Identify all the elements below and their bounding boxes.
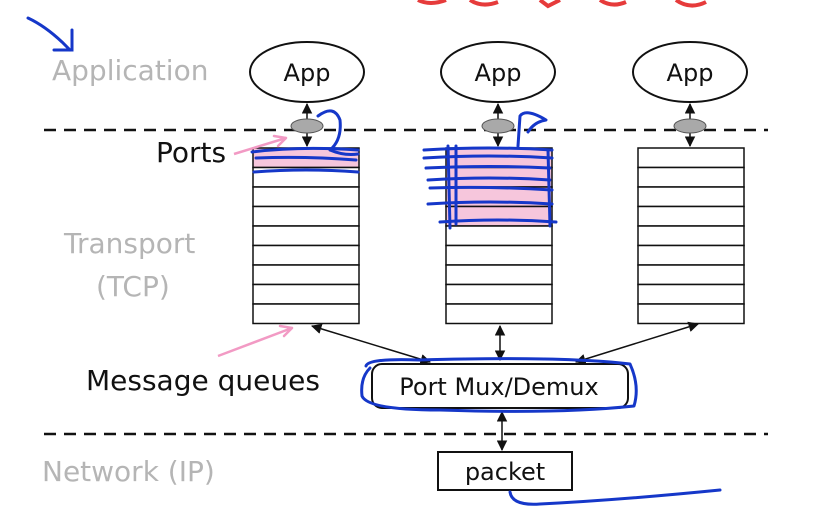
ports-pink-arrow (233, 136, 287, 156)
message-queues-pink-arrow (217, 326, 293, 358)
queue-2-slot (445, 264, 553, 286)
queue-3-slot (637, 205, 745, 227)
message-queue-2 (445, 147, 553, 325)
layer-label-transport: Transport (63, 227, 195, 260)
queue-3-slot (637, 283, 745, 305)
message-queues-label: Message queues (86, 364, 320, 397)
scribble-queue1-loop (316, 109, 360, 156)
queue-2-slot (445, 283, 553, 305)
scribble-mux-circle (360, 357, 638, 413)
message-queues-pink-arrowhead (278, 324, 294, 338)
ports-pink-arrowhead (272, 134, 288, 148)
layer-label-application: Application (52, 54, 208, 87)
queue-3-slot (637, 147, 745, 169)
queue-2-slot (445, 225, 553, 247)
app-2-label: App (475, 59, 522, 87)
ports-label: Ports (156, 136, 226, 169)
queue-3-slot (637, 225, 745, 247)
queue-1-slot (252, 205, 360, 227)
port-mux-demux-label: Port Mux/Demux (399, 373, 598, 401)
scribble-packet-underline (508, 488, 722, 506)
queue-3-slot (637, 303, 745, 325)
scribble-queue1-top (250, 146, 360, 174)
queue-1-slot (252, 283, 360, 305)
layer-label-network: Network (IP) (42, 455, 215, 488)
port-mux-demux: Port Mux/Demux (371, 363, 629, 409)
arrow-queue3-mux (574, 321, 700, 365)
queue-3-slot (637, 244, 745, 266)
arrow-queue1-mux (310, 323, 432, 365)
queue-1-slot (252, 264, 360, 286)
app-3: App (632, 41, 748, 103)
queue-2-slot (445, 303, 553, 325)
queue-3-slot (637, 264, 745, 286)
scribble-queue2-lines (422, 146, 558, 224)
blue-check-annotation (26, 16, 74, 52)
scribble-queue2-sides (446, 144, 552, 230)
scribble-queue2-arrow (516, 111, 548, 148)
layer-label-tcp: (TCP) (96, 270, 170, 303)
app-3-label: App (667, 59, 714, 87)
queue-1-slot (252, 303, 360, 325)
app-2: App (440, 41, 556, 103)
queue-3-slot (637, 166, 745, 188)
port-oval-1 (290, 118, 324, 134)
port-oval-2 (481, 118, 515, 134)
message-queue-1 (252, 147, 360, 325)
message-queue-3 (637, 147, 745, 325)
queue-2-slot (445, 205, 553, 227)
queue-1-slot (252, 186, 360, 208)
queue-3-slot (637, 186, 745, 208)
title-fragment (417, 0, 707, 9)
blue-annotations (250, 109, 722, 506)
port-oval-3 (673, 118, 707, 134)
queue-1-slot (252, 244, 360, 266)
queue-1-slot (252, 225, 360, 247)
queue-2-slot (445, 244, 553, 266)
app-1: App (249, 41, 365, 103)
packet-label: packet (465, 458, 545, 486)
packet: packet (437, 451, 573, 491)
app-1-label: App (284, 59, 331, 87)
